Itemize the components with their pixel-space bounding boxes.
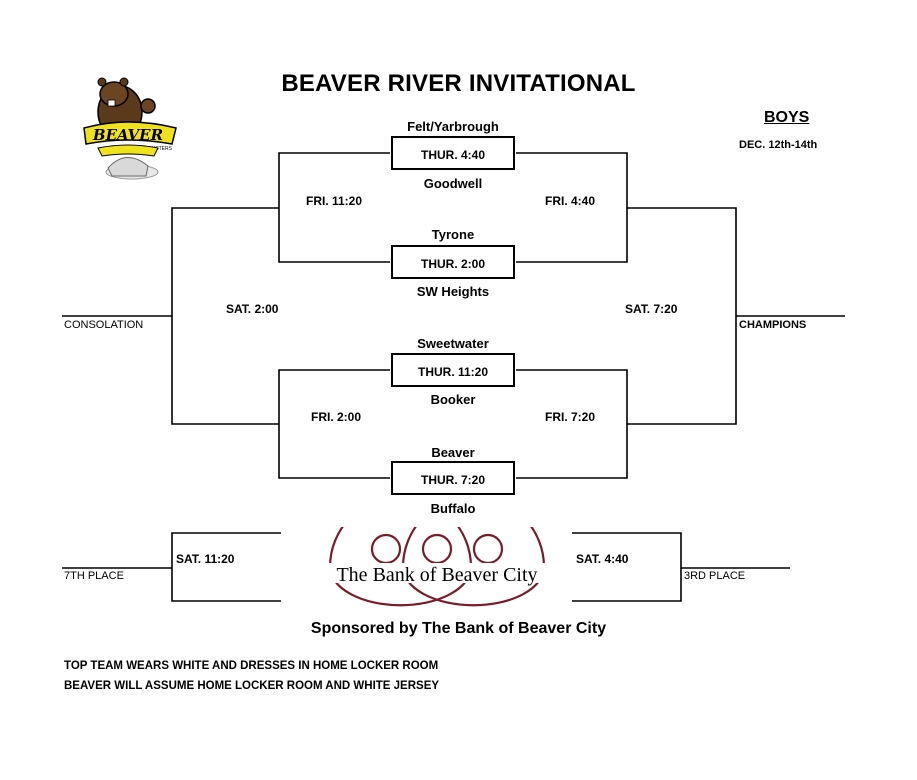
consolation-semifinal-time: FRI. 2:00 xyxy=(311,410,362,424)
bank-logo: The Bank of Beaver City xyxy=(326,495,548,609)
team-name: Goodwell xyxy=(423,176,483,191)
third-place-time: SAT. 4:40 xyxy=(576,552,629,566)
team-name: Beaver xyxy=(431,445,475,460)
bank-arches-icon: The Bank of Beaver City xyxy=(326,495,548,607)
team-name: Booker xyxy=(430,392,476,407)
division-label: BOYS xyxy=(764,109,810,126)
team-name: Tyrone xyxy=(431,227,475,242)
team-name: SW Heights xyxy=(416,284,490,299)
championship-time: SAT. 7:20 xyxy=(625,302,678,316)
team-name: Felt/Yarbrough xyxy=(407,119,499,134)
note-line: TOP TEAM WEARS WHITE AND DRESSES IN HOME… xyxy=(64,660,439,672)
sponsor-line: Sponsored by The Bank of Beaver City xyxy=(310,620,607,637)
team-name: Buffalo xyxy=(430,501,476,516)
game-time-box: THUR. 4:40 xyxy=(391,136,515,170)
winners-semifinal-time: FRI. 7:20 xyxy=(545,410,596,424)
champions-label: CHAMPIONS xyxy=(739,319,807,331)
team-name: Sweetwater xyxy=(417,336,489,351)
game-time-box: THUR. 7:20 xyxy=(391,461,515,495)
seventh-place-time: SAT. 11:20 xyxy=(176,552,235,566)
consolation-semifinal-time: FRI. 11:20 xyxy=(306,194,363,208)
svg-text:The Bank of Beaver City: The Bank of Beaver City xyxy=(336,564,537,586)
game-time-box: THUR. 2:00 xyxy=(391,245,515,279)
third-place-label: 3RD PLACE xyxy=(684,570,746,582)
winners-semifinal-time: FRI. 4:40 xyxy=(545,194,596,208)
svg-text:DUSTERS: DUSTERS xyxy=(148,146,173,152)
tournament-dates: DEC. 12th-14th xyxy=(739,139,818,151)
note-line: BEAVER WILL ASSUME HOME LOCKER ROOM AND … xyxy=(64,680,440,692)
consolation-final-time: SAT. 2:00 xyxy=(226,302,279,316)
beaver-mascot-logo: BEAVER DUSTERS xyxy=(68,68,188,183)
game-time-box: THUR. 11:20 xyxy=(391,353,515,387)
seventh-place-label: 7TH PLACE xyxy=(64,570,124,582)
consolation-label: CONSOLATION xyxy=(64,319,144,331)
svg-text:BEAVER: BEAVER xyxy=(92,126,163,144)
page-title: BEAVER RIVER INVITATIONAL xyxy=(281,70,636,97)
beaver-mascot-icon: BEAVER DUSTERS xyxy=(83,77,177,180)
